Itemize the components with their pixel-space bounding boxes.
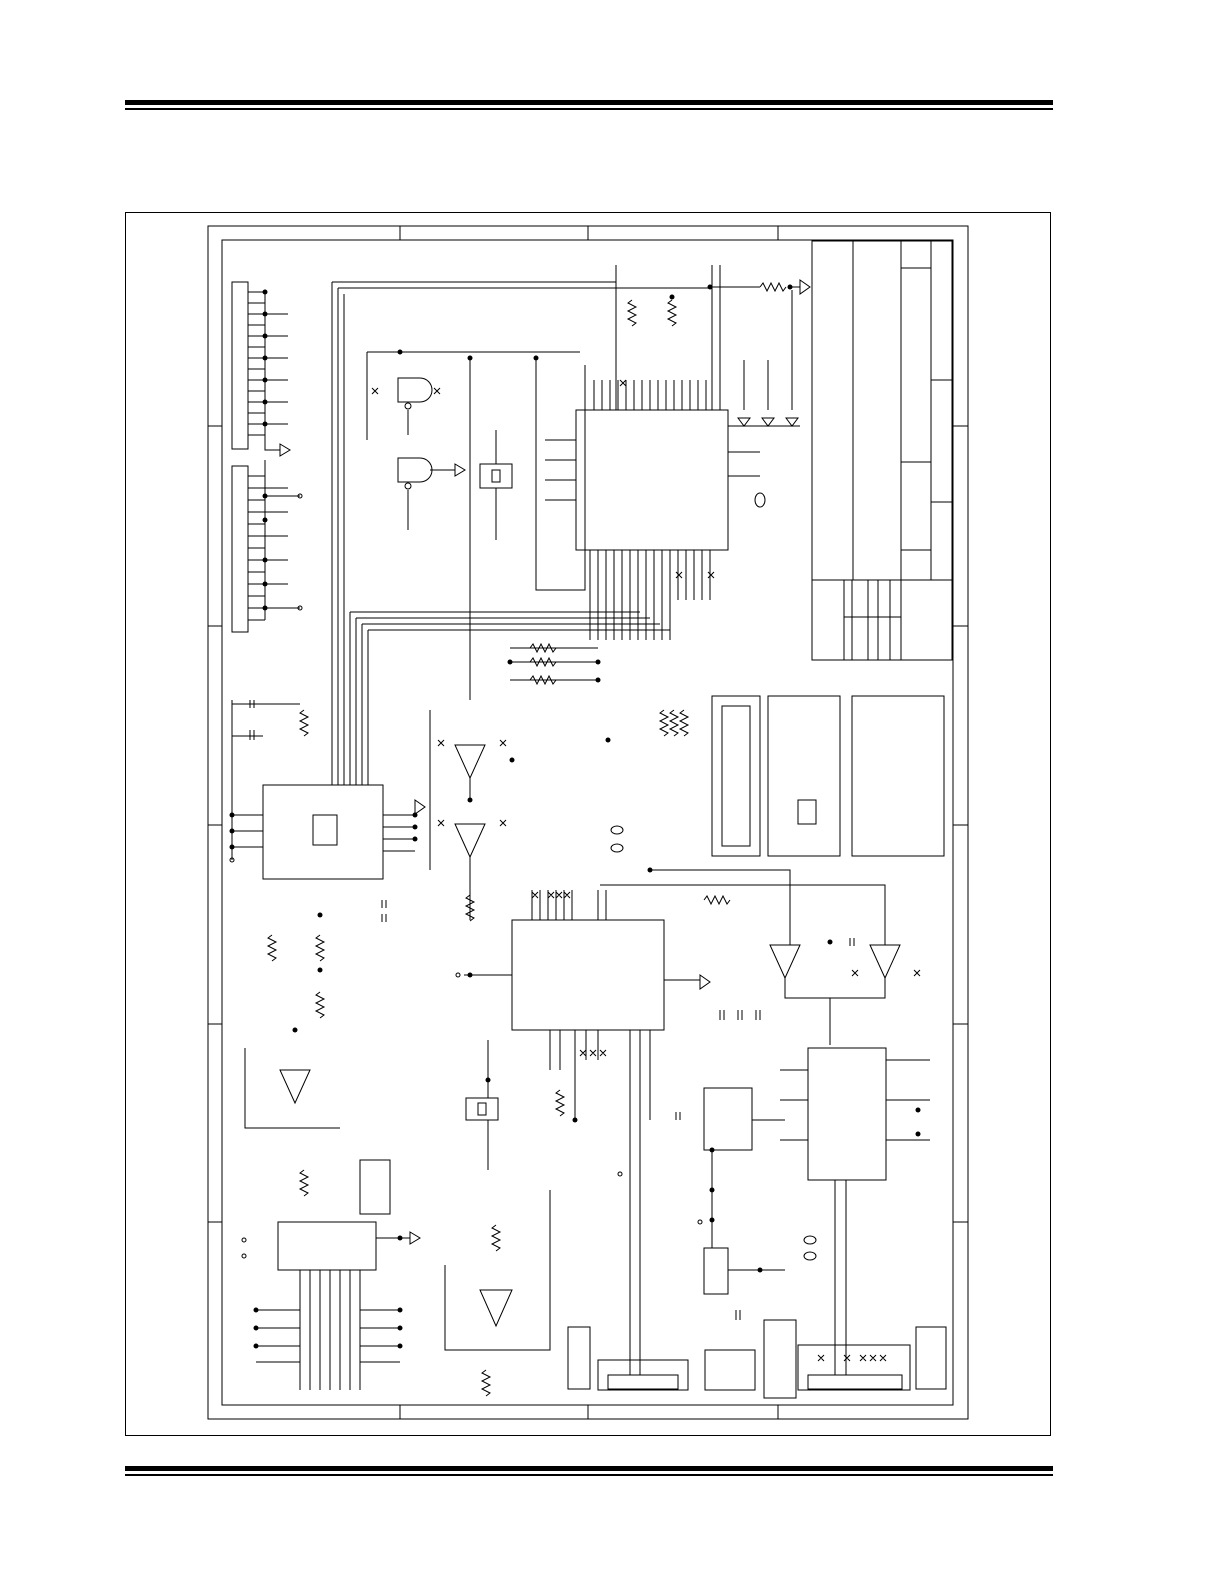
driver-ic [780, 1047, 930, 1375]
header-rule-thin [125, 108, 1053, 110]
crystal-1 [479, 430, 513, 540]
header-rule-thick [125, 100, 1053, 105]
nand-gate-1 [366, 351, 580, 440]
figure-frame [125, 212, 1051, 1436]
lcd-display [711, 695, 945, 857]
junction-dots [229, 284, 921, 1349]
comparator-2 [784, 944, 901, 1045]
test-points [229, 492, 817, 1261]
no-connect-marks [371, 379, 921, 1362]
connector-bottom-1 [567, 1326, 689, 1391]
connector-bottom-2 [704, 1319, 947, 1399]
op-amp-1 [429, 710, 486, 870]
voltage-regulator [703, 1087, 785, 1295]
title-block [811, 240, 953, 661]
footer-rule-thick [125, 1466, 1053, 1471]
sheet-border [207, 225, 969, 1420]
crystal-2 [465, 1040, 499, 1170]
op-amp-4 [444, 1190, 551, 1351]
footer-rule-thin [125, 1474, 1053, 1476]
op-amp-2 [454, 823, 486, 920]
signal-bus [331, 281, 712, 785]
header-connector-2 [256, 1159, 421, 1390]
resistors [266, 299, 731, 1397]
adc-ic [464, 869, 886, 1375]
header-connector [231, 281, 300, 633]
capacitors [249, 700, 855, 1320]
microcontroller [545, 265, 811, 640]
op-amp-3 [244, 1048, 340, 1129]
interface-ic [231, 700, 426, 880]
nand-gate-2 [397, 457, 466, 530]
comparator-1 [769, 944, 801, 980]
led-array [728, 290, 800, 427]
